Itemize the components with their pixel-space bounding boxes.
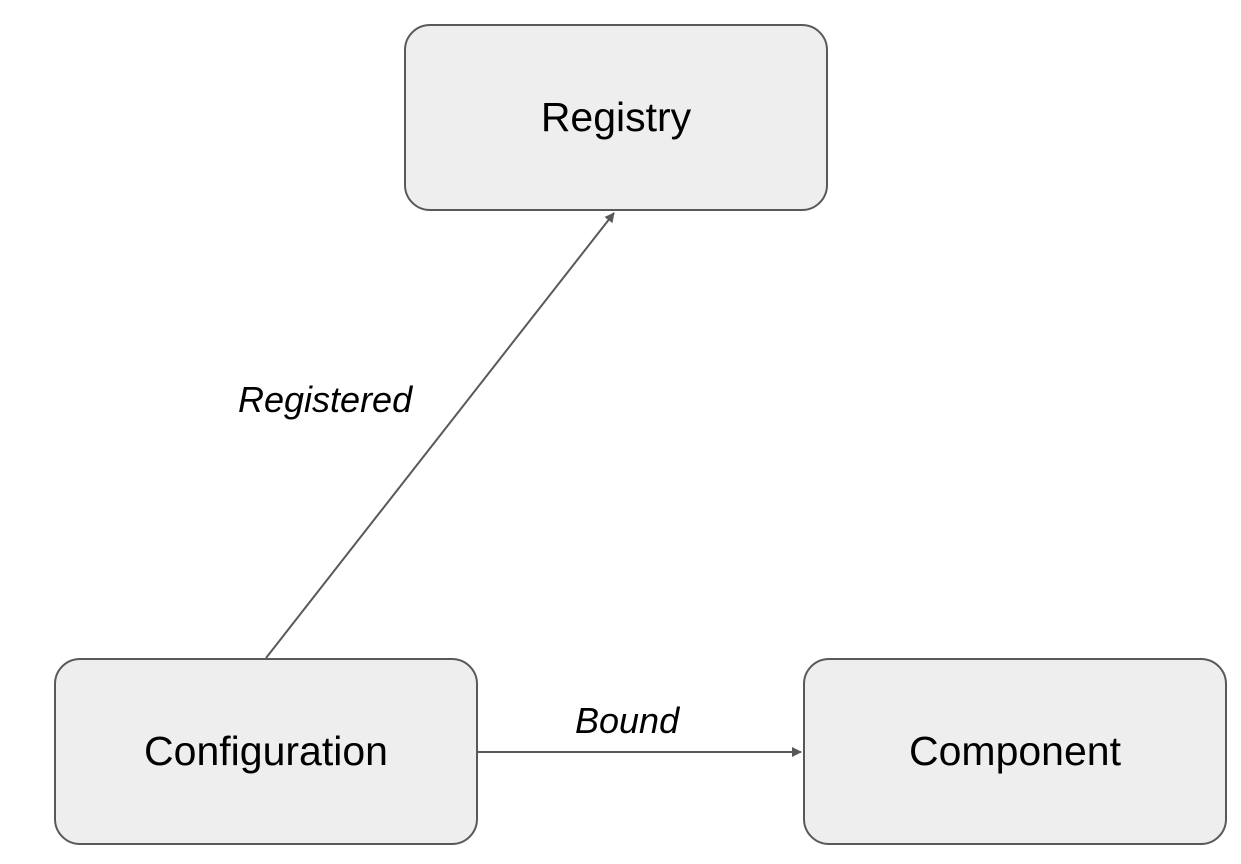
registry-node-label: Registry — [540, 94, 692, 140]
component-node: Component — [803, 658, 1227, 845]
configuration-node: Configuration — [54, 658, 478, 845]
edge-registered-arrow — [265, 212, 615, 659]
edge-bound-label: Bound — [575, 700, 680, 741]
edge-registered-label: Registered — [238, 379, 413, 420]
component-node-label: Component — [909, 728, 1121, 774]
configuration-node-label: Configuration — [144, 728, 388, 774]
registry-node: Registry — [404, 24, 828, 211]
